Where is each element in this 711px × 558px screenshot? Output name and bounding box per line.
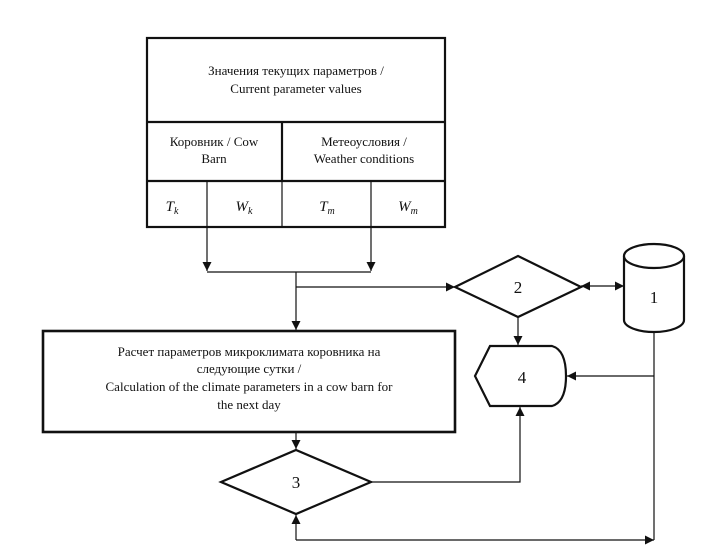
variable-tm: Tm — [319, 199, 335, 217]
group-barn-line1: Коровник / Cow — [170, 134, 259, 149]
database-top — [622, 242, 686, 270]
process-box-border — [41, 329, 457, 434]
table-border — [145, 36, 447, 229]
decision-2-label: 2 — [514, 278, 523, 297]
decision-3: 3 — [218, 448, 374, 516]
group-barn-line2: Barn — [201, 151, 227, 166]
connectors — [202, 227, 655, 545]
process-text-line1: Расчет параметров микроклимата коровника… — [118, 344, 381, 359]
database-1-label: 1 — [650, 288, 659, 307]
table-header-en: Current parameter values — [230, 81, 361, 96]
process-box: Расчет параметров микроклимата коровника… — [41, 329, 457, 434]
process-text-line3: Calculation of the climate parameters in… — [106, 379, 394, 394]
process-text-line2: следующие сутки / — [197, 361, 302, 376]
decision-3-label: 3 — [292, 473, 301, 492]
process-text-line4: the next day — [217, 397, 281, 412]
display-4-shape — [473, 344, 568, 408]
decision-2-shape — [452, 254, 584, 319]
arrow-decision3-to-display — [371, 407, 525, 483]
variable-wm: Wm — [398, 199, 418, 217]
group-weather-line1: Метеоусловия / — [321, 134, 407, 149]
group-weather-line2: Weather conditions — [314, 151, 414, 166]
database-1: 1 — [622, 242, 686, 334]
decision-2: 2 — [452, 254, 584, 319]
database-body — [622, 256, 686, 334]
variable-tk: Tk — [166, 199, 179, 217]
decision-3-shape — [218, 448, 374, 516]
display-4-label: 4 — [518, 368, 527, 387]
display-4: 4 — [473, 344, 568, 408]
table-header-ru: Значения текущих параметров / — [208, 63, 384, 78]
variable-wk: Wk — [236, 199, 254, 217]
input-parameters-table: Значения текущих параметров / Current pa… — [145, 36, 447, 229]
